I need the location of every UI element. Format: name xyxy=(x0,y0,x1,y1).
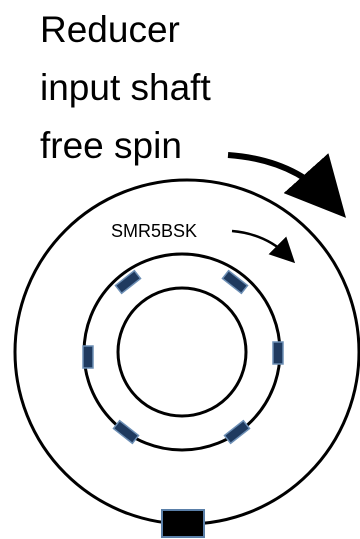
caption-line-2: input shaft xyxy=(40,67,211,108)
bearing-ring-circle xyxy=(82,252,282,452)
bearing-element xyxy=(112,419,140,445)
bottom-block xyxy=(161,509,205,538)
bearing-rotation-arrow xyxy=(231,229,296,264)
bearing-element xyxy=(114,269,142,295)
bearing-label: SMR5BSK xyxy=(111,221,197,241)
bearing-element xyxy=(223,419,251,445)
shaft-rotation-arrow xyxy=(227,152,346,218)
shaft-circle xyxy=(116,286,248,418)
bearing-element xyxy=(221,269,249,295)
caption-line-1: Reducer xyxy=(40,9,180,50)
bearing-element xyxy=(272,341,284,365)
bearing-element xyxy=(82,345,94,369)
caption-line-3: free spin xyxy=(40,125,182,166)
